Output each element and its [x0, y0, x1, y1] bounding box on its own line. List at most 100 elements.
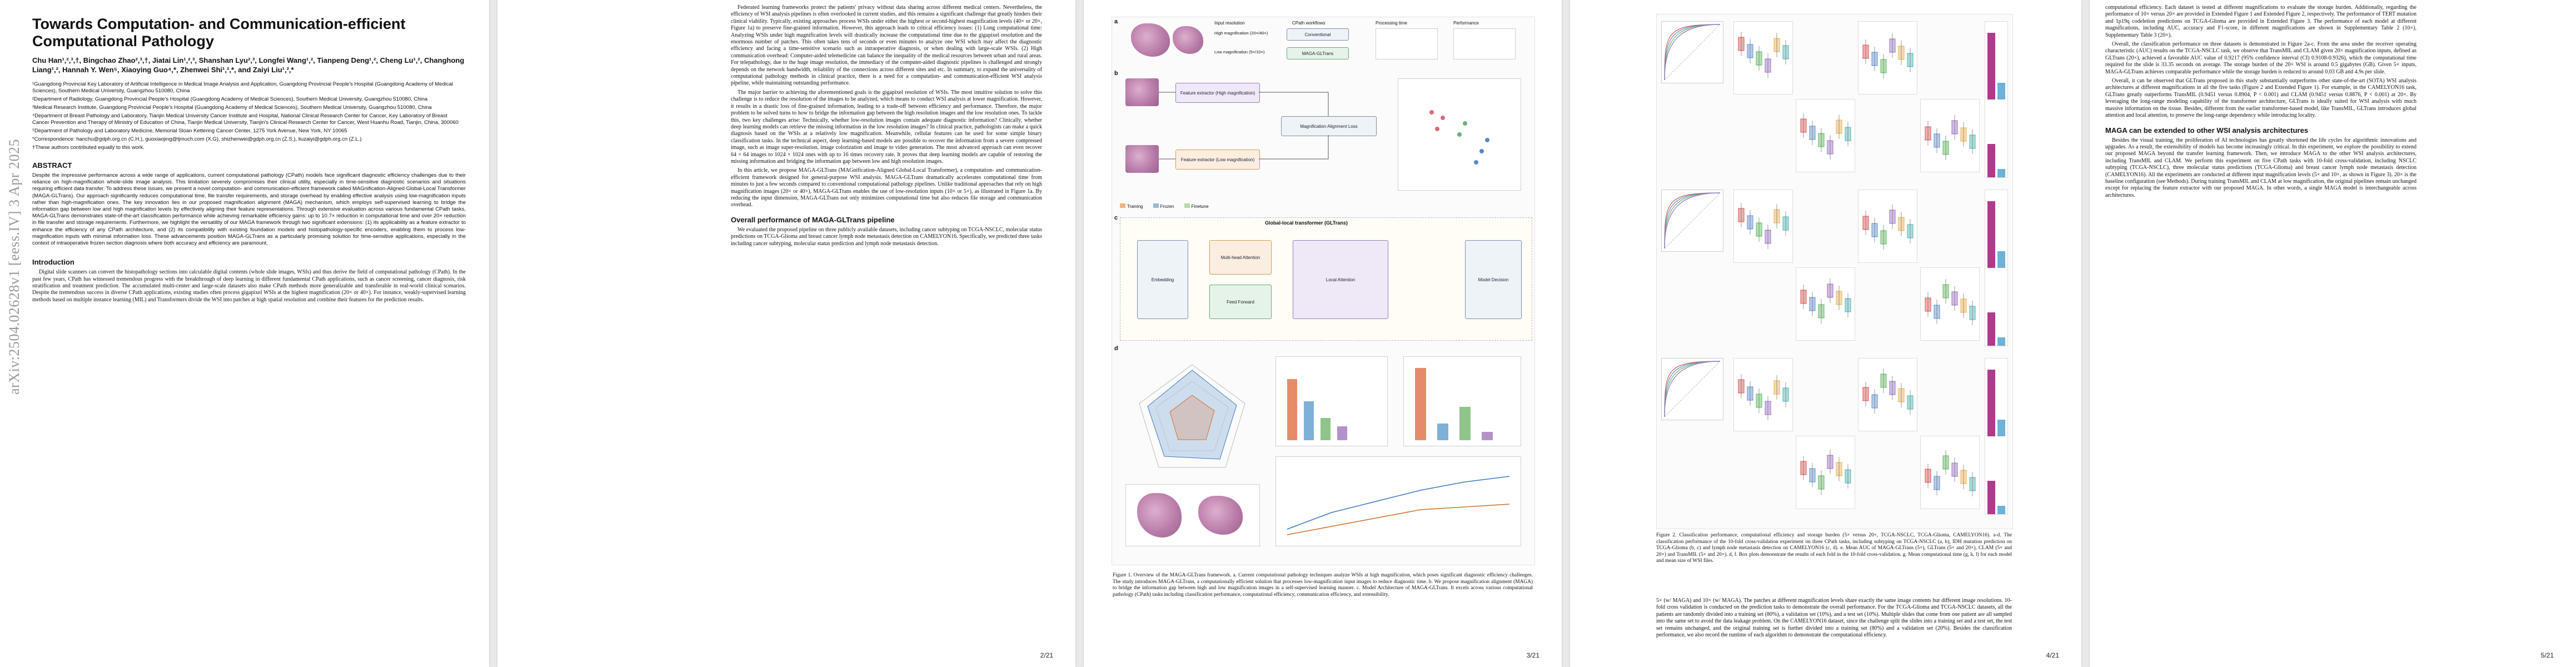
roc-curve-plot: [1661, 190, 1723, 252]
time-bar: [1987, 144, 1995, 177]
panel-c: Global-local transformer (GLTrans) Embed…: [1120, 217, 1532, 341]
box-plot-panel: [1858, 358, 1917, 431]
chance-line: [1664, 24, 1721, 81]
box-plot-panel: [1796, 99, 1855, 172]
embedding-scatter: [1398, 78, 1521, 191]
time-bar: [1987, 370, 1995, 436]
row-label: Low magnification (5×/10×): [1214, 49, 1265, 54]
box-plot-panel: [1858, 21, 1917, 94]
figure-2: [1656, 14, 2013, 529]
conventional-box: Conventional: [1287, 28, 1349, 41]
legend-item: Frozen: [1153, 203, 1174, 209]
page-2: Federated learning frameworks protect th…: [497, 0, 1075, 667]
roc-series: [1664, 24, 1721, 81]
affiliation: ⁵Department of Pathology and Laboratory …: [32, 128, 347, 134]
page-number: 5/21: [2540, 651, 2554, 659]
figure-legend: Training Frozen Finetune: [1120, 203, 1209, 209]
panel-d-label: d: [1114, 345, 1118, 352]
maga-box: MAGA-GLTrans: [1287, 47, 1349, 59]
figure-1: a Input resolution CPath workflows Proce…: [1112, 17, 1535, 565]
author-list: Chu Han¹,²,³,†, Bingchao Zhao²,³,†, Jiat…: [32, 56, 465, 74]
affiliation: ⁴Department of Breast Pathology and Labo…: [32, 113, 459, 126]
affiliation-list: ¹Guangdong Provincial Key Laboratory of …: [32, 81, 466, 151]
page-5: computational efficiency. Each dataset i…: [2090, 0, 2576, 667]
affiliation: ³Medical Research Institute, Guangdong P…: [32, 104, 432, 111]
gltrans-title: Global-local transformer (GLTrans): [1265, 220, 1348, 226]
time-bar: [1997, 83, 2005, 99]
page-1: arXiv:2504.02628v1 [eess.IV] 3 Apr 2025 …: [0, 0, 489, 667]
panel-a: Input resolution CPath workflows Process…: [1120, 21, 1531, 65]
section-heading: MAGA can be extended to other WSI analys…: [2105, 126, 2309, 135]
body-paragraph: Federated learning frameworks protect th…: [731, 4, 1042, 87]
row-label: High magnification (20×/40×): [1214, 31, 1268, 36]
time-bar-panel: [1985, 358, 2008, 515]
arxiv-stamp: arXiv:2504.02628v1 [eess.IV] 3 Apr 2025: [6, 139, 22, 395]
feature-extractor-high: Feature extractor (High magnification): [1175, 83, 1260, 103]
box-plot-panel: [1796, 436, 1855, 509]
box-plot-panel: [1733, 358, 1793, 431]
column-header: CPath workflows: [1292, 21, 1326, 26]
time-bar: [1997, 420, 2005, 436]
correspondence: *Correspondence: hanchu@gdph.org.cn (C.H…: [32, 136, 362, 142]
body-paragraph: The major barrier to achieving the afore…: [731, 89, 1042, 165]
performance-icon: [1453, 28, 1516, 59]
line-plot-icon: [1275, 456, 1521, 546]
page-number: 4/21: [2046, 651, 2059, 659]
chance-line: [1664, 361, 1721, 417]
block-feedforward: Feed Forward: [1209, 285, 1272, 319]
roc-curve-plot: [1661, 21, 1723, 83]
body-paragraph: 5× (w/ MAGA) and 10× (w/ MAGA). The patc…: [1656, 598, 2012, 639]
time-bar-panel: [1985, 190, 2008, 346]
paper-title: Towards Computation- and Communication-e…: [32, 16, 406, 49]
time-bar: [1987, 312, 1995, 346]
block-local-attention: Local Attention: [1293, 240, 1388, 319]
body-paragraph: We evaluated the proposed pipeline on th…: [731, 226, 1042, 247]
intro-heading: Introduction: [32, 258, 74, 267]
time-bar-panel: [1985, 21, 2008, 178]
panel-a-label: a: [1114, 18, 1118, 25]
histology-panel: [1125, 484, 1260, 546]
panel-c-label: c: [1114, 215, 1118, 221]
roc-series: [1664, 361, 1721, 417]
body-paragraph: Overall, the classification performance …: [2105, 41, 2416, 75]
box-plot-panel: [1920, 436, 1980, 509]
patch-high: [1125, 78, 1159, 106]
column-header: Input resolution: [1214, 21, 1245, 26]
radar-chart-icon: [1139, 364, 1245, 468]
page-3: a Input resolution CPath workflows Proce…: [1084, 0, 1562, 667]
time-bar: [1997, 251, 2005, 268]
panel-b-arrows: [1159, 92, 1329, 160]
affiliation: ¹Guangdong Provincial Key Laboratory of …: [32, 81, 453, 94]
block-embedding: Embedding: [1137, 240, 1188, 319]
page-number: 2/21: [1040, 651, 1053, 659]
affiliation: ²Department of Radiology, Guangdong Prov…: [32, 96, 428, 102]
box-plot-panel: [1733, 21, 1793, 94]
legend-item: Finetune: [1184, 203, 1209, 209]
scatter-icon: [1429, 110, 1489, 165]
bar-plot-icon: [1275, 356, 1388, 446]
box-plot-panel: [1733, 190, 1793, 263]
box-plot-panel: [1796, 267, 1855, 341]
abstract-heading: ABSTRACT: [32, 161, 72, 170]
legend-item: Training: [1120, 203, 1143, 209]
panel-d-h: [1120, 351, 1531, 556]
time-bar: [1997, 169, 2005, 177]
figure-2-grid: [1661, 19, 2008, 525]
intro-paragraph: Digital slide scanners can convert the h…: [32, 269, 466, 303]
time-bar: [1997, 337, 2005, 346]
panel-b: Feature extractor (High magnification) F…: [1120, 73, 1531, 201]
time-bar-icon: [1376, 28, 1438, 59]
box-plot-panel: [1858, 190, 1917, 263]
block-decision: Model Decision: [1465, 240, 1522, 319]
bar-plot-icon: [1403, 356, 1521, 446]
body-paragraph: Besides the visual training, the prolife…: [2105, 137, 2416, 198]
time-bar: [1987, 201, 1995, 268]
figure-1-caption: Figure 1. Overview of the MAGA-GLTrans f…: [1113, 573, 1533, 598]
time-bar: [1987, 481, 1995, 514]
column-header: Performance: [1453, 21, 1479, 26]
time-bar: [1987, 33, 1995, 99]
block-attention: Multi-head Attention: [1209, 240, 1272, 275]
column-header: Processing time: [1376, 21, 1407, 26]
equal-contribution-note: †These authors contributed equally to th…: [32, 145, 145, 151]
body-paragraph: computational efficiency. Each dataset i…: [2105, 4, 2416, 38]
